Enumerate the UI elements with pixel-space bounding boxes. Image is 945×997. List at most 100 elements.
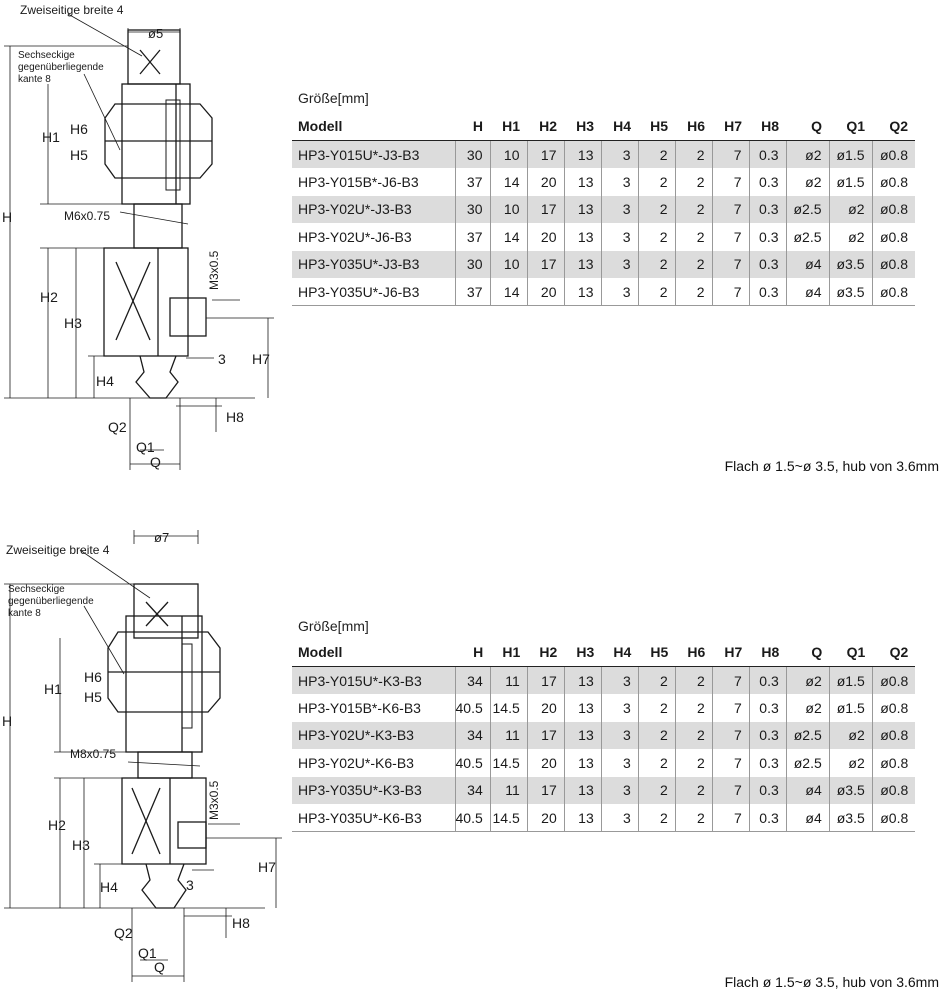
dim-h3: H3 <box>72 837 90 853</box>
cell-h2: 20 <box>526 749 565 777</box>
cell-h1: 11 <box>489 721 528 750</box>
cell-h5: 2 <box>637 195 675 224</box>
cell-h8: 0.3 <box>748 277 786 307</box>
cell-q2: ø0.8 <box>871 140 915 169</box>
cell-q: ø2.5 <box>785 223 829 251</box>
dim-q: Q <box>154 959 165 975</box>
dim-q2: Q2 <box>114 925 133 941</box>
cell-q: ø2 <box>785 694 830 722</box>
cell-h1: 11 <box>489 666 528 695</box>
cell-q1: ø2 <box>828 223 872 251</box>
cell-h2: 17 <box>526 776 565 804</box>
col-header-h5: H5 <box>638 638 676 667</box>
cell-h7: 7 <box>711 721 750 750</box>
thread-label: M8x0.75 <box>70 747 116 761</box>
cell-q1: ø1.5 <box>828 666 873 695</box>
cell-h7: 7 <box>711 168 749 196</box>
cell-modell: HP3-Y015B*-J6-B3 <box>298 174 419 191</box>
dim-h5: H5 <box>70 147 88 163</box>
cell-q2: ø0.8 <box>871 694 916 722</box>
table-row: HP3-Y035U*-K6-B3 40.5 14.5 20 13 3 2 2 7… <box>292 803 916 833</box>
cell-h8: 0.3 <box>748 250 786 278</box>
cell-h8: 0.3 <box>748 666 787 695</box>
size-unit-label: Größe[mm] <box>298 618 369 634</box>
hex-label-line1: Sechseckige <box>18 50 75 61</box>
table-header-row: Modell H H1 H2 H3 H4 H5 H6 H7 H8 Q Q1 Q2 <box>292 112 915 141</box>
table-row: HP3-Y035U*-J6-B3 37 14 20 13 3 2 2 7 0.3… <box>292 277 915 307</box>
col-header-h1: H1 <box>490 638 528 667</box>
cell-h7: 7 <box>711 749 750 777</box>
cell-q2: ø0.8 <box>871 721 916 750</box>
cell-modell: HP3-Y02U*-J3-B3 <box>292 195 455 224</box>
dim-h1: H1 <box>42 129 60 145</box>
technical-drawing-j: Zweiseitige breite 4 ø5 Sechseckige gege… <box>2 3 274 470</box>
cell-q: ø2.5 <box>785 721 830 750</box>
cell-h5: 2 <box>637 694 676 722</box>
col-header-h4: H4 <box>601 638 639 667</box>
cell-modell: HP3-Y035U*-K6-B3 <box>292 803 455 833</box>
cell-h6: 2 <box>674 168 712 196</box>
cell-h6: 2 <box>674 694 713 722</box>
cell-h8: 0.3 <box>748 140 786 169</box>
table-row: HP3-Y015B*-J6-B3 37 14 20 13 3 2 2 7 0.3… <box>292 168 915 196</box>
cell-h6: 2 <box>674 195 712 224</box>
cell-q: ø2 <box>785 666 830 695</box>
cell-h5: 2 <box>637 250 675 278</box>
dim-h4: H4 <box>100 879 118 895</box>
cell-h5: 2 <box>637 168 675 196</box>
cell-h7: 7 <box>711 223 749 251</box>
cell-h7: 7 <box>711 195 749 224</box>
cell-q2: ø0.8 <box>871 223 915 251</box>
cell-h4: 3 <box>600 277 638 307</box>
cell-q: ø2 <box>785 168 829 196</box>
col-header-h6: H6 <box>675 112 712 141</box>
cell-h8: 0.3 <box>748 694 787 722</box>
cell-h4: 3 <box>600 168 638 196</box>
dim-h8: H8 <box>226 409 244 425</box>
col-header-h: H <box>455 112 490 141</box>
port-label: M3x0.5 <box>207 780 221 820</box>
cell-q1: ø1.5 <box>828 168 872 196</box>
col-header-h3: H3 <box>564 112 601 141</box>
cell-q2: ø0.8 <box>871 195 915 224</box>
hex-label-line3: kante 8 <box>8 608 41 619</box>
cell-h4: 3 <box>600 195 638 224</box>
cell-h4: 3 <box>600 694 639 722</box>
cell-h: 30 <box>454 250 490 278</box>
cell-h: 37 <box>454 277 490 307</box>
cell-modell: HP3-Y015B*-K6-B3 <box>298 700 421 717</box>
cell-h4: 3 <box>600 776 639 804</box>
cell-q: ø4 <box>785 277 829 307</box>
cell-h5: 2 <box>637 776 676 804</box>
col-header-h7: H7 <box>712 638 750 667</box>
cell-q1: ø2 <box>828 749 873 777</box>
table-row: HP3-Y015B*-K6-B3 40.5 14.5 20 13 3 2 2 7… <box>292 694 916 722</box>
top-cap-outline <box>133 583 199 639</box>
table-header-row: Modell H H1 H2 H3 H4 H5 H6 H7 H8 Q Q1 Q2 <box>292 638 916 667</box>
technical-drawing-k: Zweiseitige breite 4 ø7 Sechseckige gege… <box>2 530 282 982</box>
col-header-q1: Q1 <box>829 638 873 667</box>
dim-three: 3 <box>218 351 226 367</box>
cell-h3: 13 <box>563 721 602 750</box>
dim-h8: H8 <box>232 915 250 931</box>
dim-q2: Q2 <box>108 419 127 435</box>
cell-h4: 3 <box>600 140 638 169</box>
col-header-h8: H8 <box>749 112 786 141</box>
cell-h3: 13 <box>563 140 601 169</box>
col-header-q1: Q1 <box>829 112 872 141</box>
cell-h: 40.5 <box>454 803 491 833</box>
dim-h5: H5 <box>84 689 102 705</box>
cell-h2: 17 <box>526 666 565 695</box>
hex-label-line3: kante 8 <box>18 74 51 85</box>
dim-h7: H7 <box>252 351 270 367</box>
dim-q1: Q1 <box>136 439 155 455</box>
cell-h4: 3 <box>600 803 639 833</box>
cell-h8: 0.3 <box>748 168 786 196</box>
cell-h3: 13 <box>563 277 601 307</box>
cell-q: ø4 <box>785 250 829 278</box>
cell-h3: 13 <box>563 250 601 278</box>
cell-h: 30 <box>454 140 490 169</box>
cell-modell: HP3-Y015U*-J3-B3 <box>292 140 455 169</box>
cell-h3: 13 <box>563 666 602 695</box>
spec-table-j: Modell H H1 H2 H3 H4 H5 H6 H7 H8 Q Q1 Q2… <box>292 112 915 307</box>
